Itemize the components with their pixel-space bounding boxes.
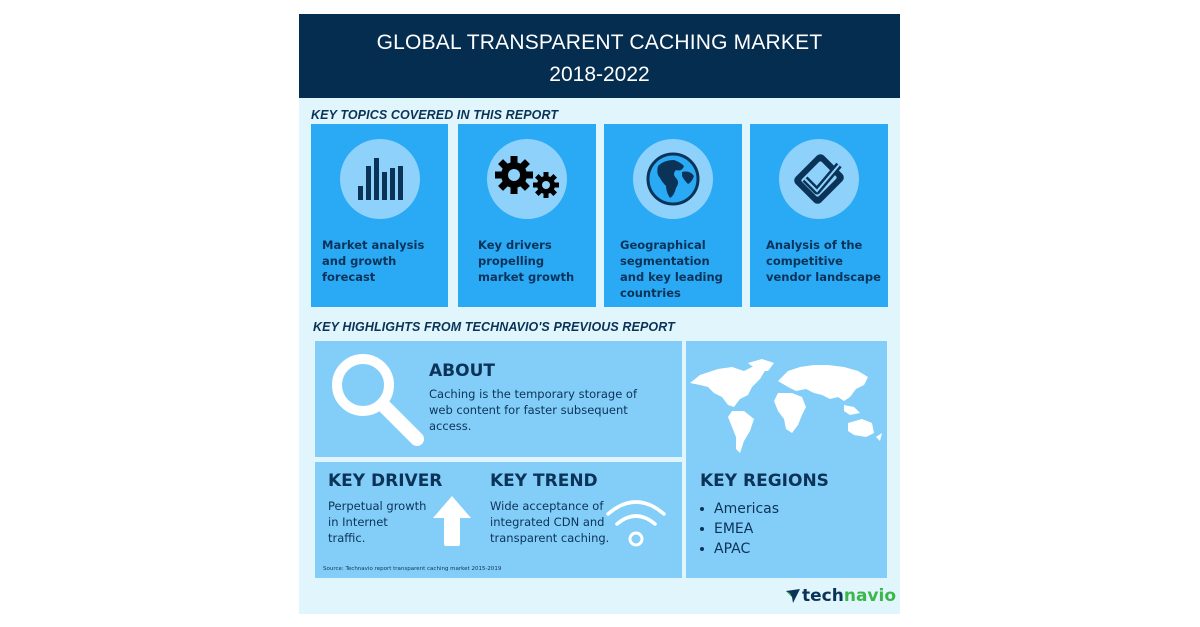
topic-label: Analysis of the competitive vendor lands… <box>766 238 881 284</box>
icon-circle <box>487 139 567 219</box>
title-line-2: 2018-2022 <box>549 63 650 86</box>
icon-circle <box>633 139 713 219</box>
topic-card-vendor-landscape: Analysis of the competitive vendor lands… <box>750 124 888 307</box>
title-line-1: GLOBAL TRANSPARENT CACHING MARKET <box>376 31 823 54</box>
world-map-icon <box>690 359 882 453</box>
icon-circle <box>339 139 420 219</box>
regions-box: KEY REGIONS Americas EMEA APAC <box>686 341 887 578</box>
bullet-icon <box>700 527 704 531</box>
header-banner: GLOBAL TRANSPARENT CACHING MARKET 2018-2… <box>299 14 900 98</box>
technavio-logo-icon <box>786 589 800 603</box>
region-item: APAC <box>700 539 779 559</box>
topic-card-geographical: Geographical segmentation and key leadin… <box>604 124 742 307</box>
topic-card-key-drivers: Key drivers propelling market growth <box>458 124 596 307</box>
region-item: EMEA <box>700 519 779 539</box>
wifi-icon <box>606 500 666 547</box>
arrow-up-icon <box>433 496 471 546</box>
about-box: ABOUT Caching is the temporary storage o… <box>315 341 682 457</box>
key-trend-heading: KEY TREND <box>490 471 598 491</box>
bullet-icon <box>700 507 704 511</box>
bar-chart-icon <box>357 158 403 200</box>
key-driver-text: Perpetual growth in Internet traffic. <box>328 499 427 545</box>
driver-trend-box: KEY DRIVER Perpetual growth in Internet … <box>315 462 682 578</box>
bullet-icon <box>700 547 704 551</box>
topic-label: Geographical segmentation and key leadin… <box>620 238 723 300</box>
highlights-title: KEY HIGHLIGHTS FROM TECHNAVIO'S PREVIOUS… <box>313 320 675 334</box>
key-driver-heading: KEY DRIVER <box>328 471 443 491</box>
about-text: Caching is the temporary storage of web … <box>429 387 638 433</box>
checkmark-icon <box>794 154 844 204</box>
region-item: Americas <box>700 499 779 519</box>
magnifier-icon <box>332 354 424 446</box>
about-heading: ABOUT <box>429 361 495 381</box>
key-regions-heading: KEY REGIONS <box>700 471 829 491</box>
regions-list: Americas EMEA APAC <box>700 499 779 559</box>
source-note: Source: Technavio report transparent cac… <box>323 566 502 572</box>
key-trend-text: Wide acceptance of integrated CDN and tr… <box>490 499 610 545</box>
infographic: GLOBAL TRANSPARENT CACHING MARKET 2018-2… <box>299 14 900 614</box>
topic-card-market-analysis: Market analysis and growth forecast <box>311 124 448 307</box>
icon-circle <box>779 139 859 219</box>
topic-label: Key drivers propelling market growth <box>478 238 575 284</box>
topic-label: Market analysis and growth forecast <box>322 238 425 284</box>
gears-icon <box>495 156 559 198</box>
key-topics-title: KEY TOPICS COVERED IN THIS REPORT <box>311 108 559 122</box>
globe-icon <box>646 152 700 206</box>
